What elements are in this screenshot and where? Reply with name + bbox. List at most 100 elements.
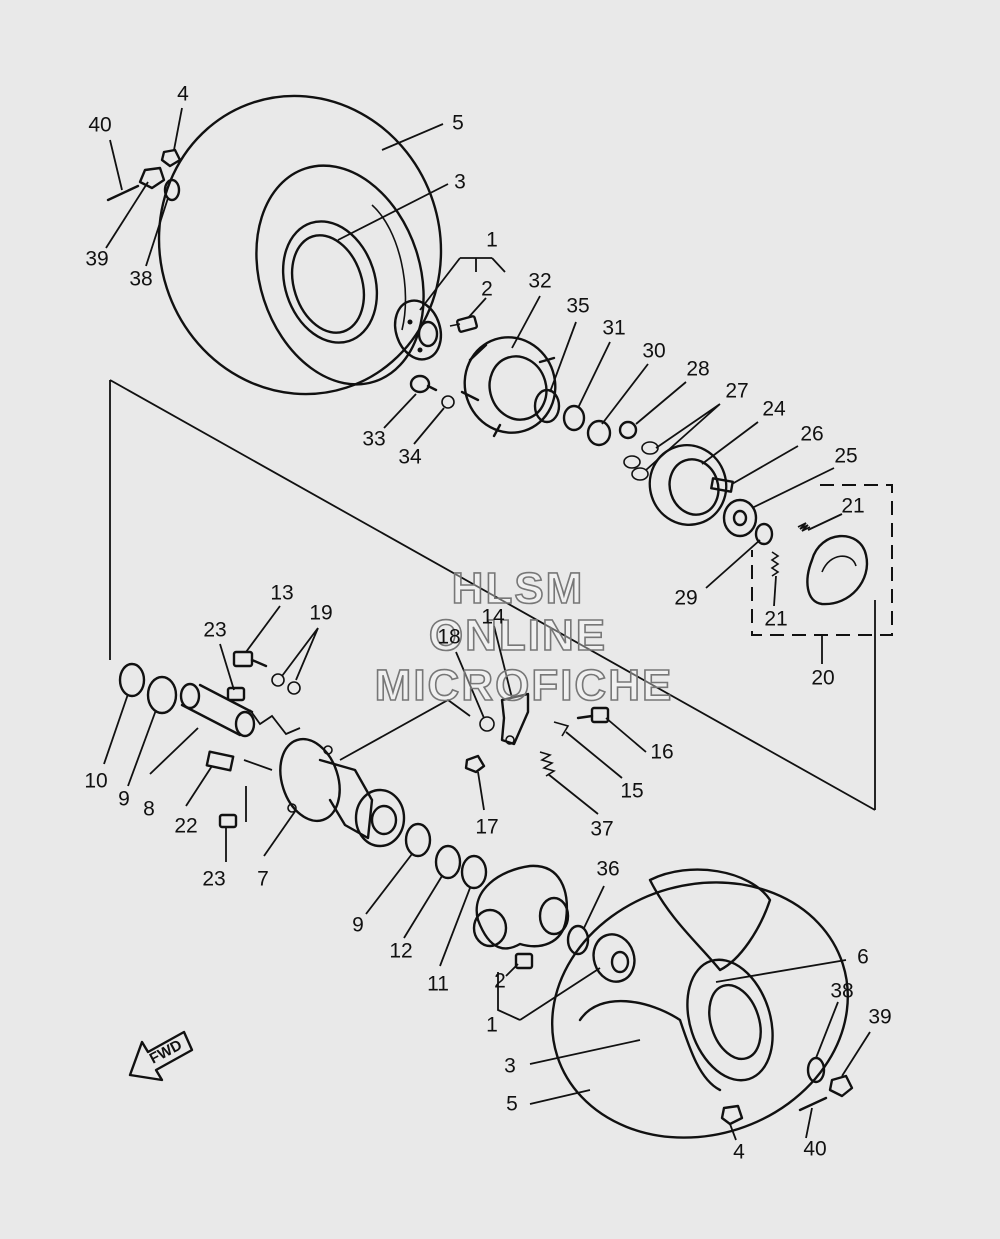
callout-19: 19: [309, 602, 332, 625]
callout-35: 35: [566, 295, 589, 318]
callout-32: 32: [528, 270, 551, 293]
upper-wheel-hub: [393, 299, 443, 361]
callout-3a: 3: [454, 171, 466, 194]
callout-21a: 21: [841, 495, 864, 518]
callout-40a: 40: [88, 114, 111, 137]
callout-34: 34: [398, 446, 422, 469]
nut-17: [464, 754, 486, 774]
callout-4b: 4: [733, 1141, 745, 1164]
bearing-9b: [404, 822, 432, 858]
callout-11: 11: [427, 973, 449, 996]
upper-wheel-tire: [157, 94, 443, 396]
lower-wheel-tire-5: [551, 881, 849, 1139]
bolt-26: [710, 477, 734, 493]
callout-10: 10: [84, 770, 107, 793]
washer-38a: [163, 178, 181, 202]
cam-25: [722, 498, 758, 538]
callout-40b: 40: [803, 1138, 826, 1161]
callout-2b: 2: [494, 970, 506, 993]
bolt-33: [409, 374, 438, 394]
clips-27: [623, 441, 659, 481]
callout-6: 6: [857, 946, 869, 969]
callout-38b: 38: [830, 980, 853, 1003]
callout-5b: 5: [506, 1093, 518, 1116]
spring-21a: [797, 522, 811, 532]
callout-8: 8: [143, 798, 155, 821]
nut-4b: [720, 1104, 744, 1126]
bolt-23b: [218, 813, 238, 829]
callout-9a: 9: [118, 788, 130, 811]
callout-37: 37: [590, 818, 613, 841]
callout-21b: 21: [764, 608, 787, 631]
callout-4a: 4: [177, 83, 189, 106]
bolt-2b: [514, 952, 534, 970]
cotter-pin-40b: [798, 1096, 828, 1112]
callout-27: 27: [725, 380, 748, 403]
callout-1b: 1: [486, 1014, 498, 1037]
callout-23a: 23: [203, 619, 226, 642]
callout-12: 12: [389, 940, 412, 963]
callout-7: 7: [257, 868, 269, 891]
bolt-23a: [226, 686, 246, 702]
clips-19: [271, 673, 301, 695]
callout-39a: 39: [85, 248, 108, 271]
lower-wheel-hub: [592, 933, 636, 983]
callout-23b: 23: [202, 868, 225, 891]
callout-1a: 1: [486, 229, 498, 252]
clip-18: [479, 716, 495, 732]
spring-37: [539, 751, 556, 777]
seal-12: [434, 844, 462, 880]
callout-3b: 3: [504, 1055, 516, 1078]
castle-nut-39a: [138, 166, 166, 190]
callout-14: 14: [481, 606, 505, 629]
hub-bolt-upper: [449, 315, 478, 333]
washer-34: [441, 395, 455, 409]
callout-18: 18: [437, 626, 460, 649]
plug-29: [754, 522, 774, 546]
callout-22: 22: [174, 815, 197, 838]
nut-4a: [160, 148, 182, 168]
callout-25: 25: [834, 445, 857, 468]
callout-38a: 38: [129, 268, 152, 291]
seal-36: [566, 924, 590, 956]
callout-29: 29: [674, 587, 697, 610]
brake-lever-14: [500, 692, 530, 746]
oil-seal-35: [533, 388, 561, 424]
bolt-16: [576, 706, 610, 724]
callout-36: 36: [596, 858, 619, 881]
pin-15: [553, 721, 570, 737]
shoe-kit-box: [751, 484, 893, 636]
collar-31: [562, 404, 586, 432]
callout-numbers: 40 4 5 3 39 38 1 2 32 35 31 30 28 27 24 …: [84, 83, 891, 1164]
nut-28: [618, 420, 638, 440]
callout-20: 20: [811, 667, 834, 690]
assembly-frame-line: [109, 379, 876, 811]
nut-30: [586, 419, 612, 447]
bolt-13: [232, 650, 268, 668]
brake-drum: [460, 336, 557, 438]
forward-direction-arrow: FWD: [128, 1030, 194, 1082]
axle-housing-7: [279, 737, 406, 848]
watermark-line-3: MICROFICHE: [375, 661, 674, 710]
gear-case: [472, 864, 570, 950]
stud-22: [205, 750, 235, 772]
watermark-line-1: HLSM: [452, 564, 585, 613]
bearing-9a: [146, 675, 178, 715]
cotter-pin-40a: [106, 184, 140, 202]
callout-9b: 9: [352, 914, 364, 937]
callout-30: 30: [642, 340, 665, 363]
callout-2a: 2: [481, 278, 493, 301]
callout-26: 26: [800, 423, 823, 446]
brake-shoe-20: [806, 534, 869, 606]
callout-13: 13: [270, 582, 293, 605]
watermark: HLSM ONLINE MICROFICHE: [374, 563, 674, 711]
callout-31: 31: [602, 317, 625, 340]
callout-28: 28: [686, 358, 709, 381]
lower-wheel-rim-6: [648, 868, 774, 1082]
leader-lines: [103, 107, 871, 1141]
axle-8: [179, 682, 256, 738]
castle-nut-39b: [828, 1074, 854, 1098]
callout-17: 17: [475, 816, 498, 839]
